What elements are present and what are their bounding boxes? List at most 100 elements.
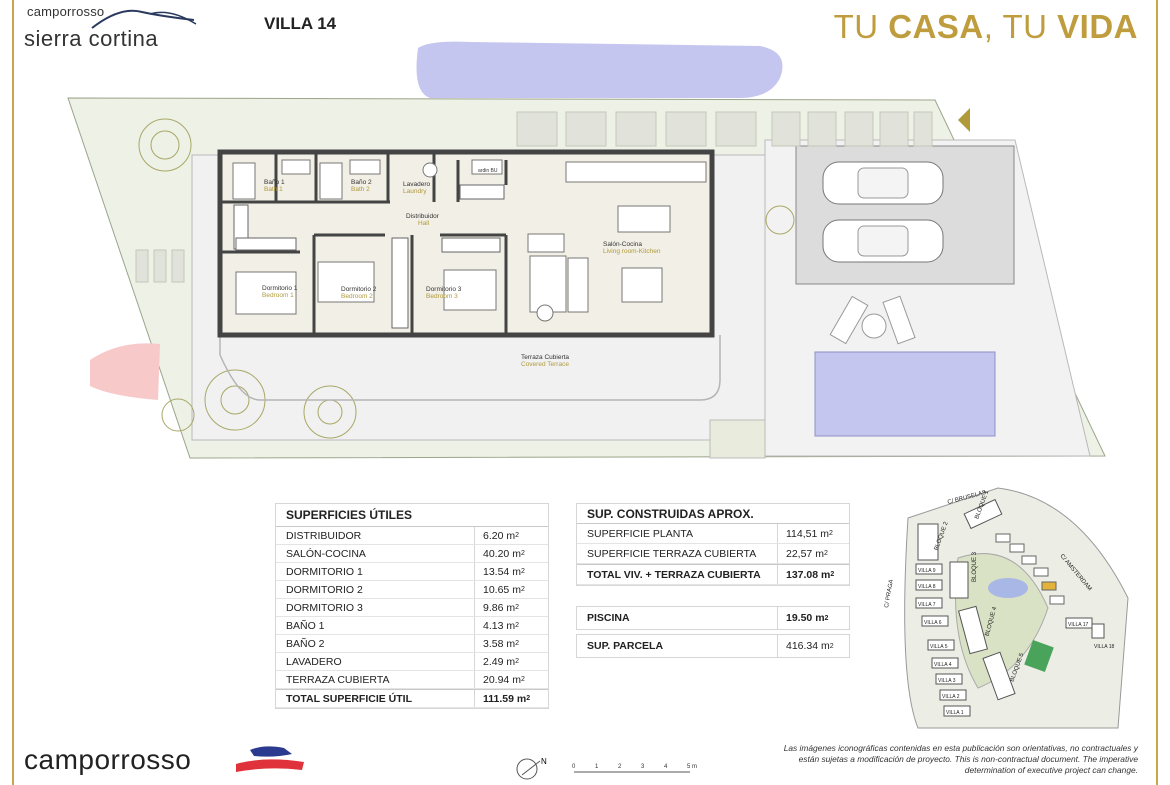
svg-text:VILLA 2: VILLA 2 — [942, 694, 960, 700]
sun-lounger-icon — [829, 295, 869, 345]
plan-label: Covered Terrace — [521, 361, 569, 368]
plan-label: Baño 2 — [351, 179, 372, 186]
area-label: BAÑO 2 — [286, 637, 325, 650]
car-icon — [822, 219, 944, 263]
plan-label: Dormitorio 1 — [262, 285, 298, 292]
svg-text:VILLA 17: VILLA 17 — [1068, 622, 1089, 628]
plan-label: Bath 2 — [351, 186, 370, 193]
svg-text:VILLA 9: VILLA 9 — [918, 568, 936, 574]
svg-text:0: 0 — [572, 764, 576, 770]
kitchen-island — [617, 205, 671, 233]
svg-text:5 m: 5 m — [687, 764, 697, 770]
floor-plan-drawing: Baño 1 Bath 1 Baño 2 Bath 2 Lavadero Lau… — [67, 41, 1106, 459]
plan-label: Terraza Cubierta — [521, 354, 569, 361]
svg-text:VILLA 7: VILLA 7 — [918, 602, 936, 608]
plan-label: Bedroom 1 — [262, 292, 294, 299]
parasol-icon — [861, 313, 887, 339]
pink-area — [90, 343, 160, 400]
plan-label: Lavadero — [403, 181, 430, 188]
svg-text:2: 2 — [618, 764, 622, 770]
svg-text:4: 4 — [664, 764, 668, 770]
footer-brand: camporrosso — [24, 744, 192, 775]
svg-text:VILLA 5: VILLA 5 — [930, 644, 948, 650]
area-label: SALÓN-COCINA — [286, 547, 366, 560]
plan-label: Living room-Kitchen — [603, 248, 661, 255]
svg-text:VILLA 8: VILLA 8 — [918, 584, 936, 590]
plan-label: Bath 1 — [264, 186, 283, 193]
area-label: DISTRIBUIDOR — [286, 529, 362, 542]
table-title: SUPERFICIES ÚTILES — [276, 504, 548, 527]
entrance-arrow-icon — [958, 108, 970, 132]
brand-top-text: camporrosso — [27, 4, 105, 19]
area-label: SUPERFICIE PLANTA — [587, 527, 693, 540]
plan-label: ardin BU — [478, 168, 498, 174]
area-label: BAÑO 1 — [286, 619, 325, 632]
plan-label: Salón-Cocina — [603, 241, 642, 248]
svg-text:VILLA 18: VILLA 18 — [1094, 644, 1115, 650]
svg-text:1: 1 — [595, 764, 599, 770]
svg-text:VILLA 6: VILLA 6 — [924, 620, 942, 626]
table-title: SUP. CONSTRUIDAS APROX. — [577, 504, 849, 524]
disclaimer: Las imágenes iconográficas contenidas en… — [783, 743, 1138, 775]
svg-text:VILLA 4: VILLA 4 — [934, 662, 952, 668]
area-label: TERRAZA CUBIERTA — [286, 673, 390, 686]
svg-text:VILLA 1: VILLA 1 — [946, 710, 964, 716]
plant-icons — [138, 118, 795, 439]
plan-label: Distribuidor — [406, 213, 440, 220]
area-label: SUPERFICIE TERRAZA CUBIERTA — [587, 547, 757, 560]
site-court — [1024, 640, 1054, 672]
plan-label: Bedroom 3 — [426, 293, 458, 300]
block-label: BLOQUE 3 — [972, 551, 978, 582]
plan-label: Dormitorio 3 — [426, 286, 462, 293]
scale-bar: 0 1 2 3 4 5 m — [572, 764, 697, 773]
plan-label: Baño 1 — [264, 179, 285, 186]
brand-flag-logo-icon — [236, 746, 304, 772]
plan-label: Dormitorio 2 — [341, 286, 377, 293]
compass-label: N — [541, 757, 547, 766]
area-label: LAVADERO — [286, 655, 342, 668]
brand-name: sierra cortina — [24, 26, 159, 51]
north-compass-icon: N — [516, 757, 547, 780]
kitchen-counter — [565, 161, 707, 183]
stepping-stones — [135, 111, 933, 283]
street-label: C/ PRAGA — [884, 579, 895, 608]
area-label: DORMITORIO 2 — [286, 583, 363, 596]
right-border — [1156, 0, 1158, 785]
area-label: DORMITORIO 3 — [286, 601, 363, 614]
site-pool — [988, 578, 1028, 598]
slogan: TU CASA, TU VIDA — [833, 8, 1138, 45]
built-areas-table: SUP. CONSTRUIDAS APROX. SUPERFICIE PLANT… — [576, 503, 850, 586]
neighbor-pool-shape — [416, 41, 783, 98]
svg-text:3: 3 — [641, 764, 645, 770]
villa-title: VILLA 14 — [264, 14, 337, 33]
utility-box — [709, 419, 766, 459]
pool — [814, 351, 996, 437]
plan-label: Bedroom 2 — [341, 293, 373, 300]
